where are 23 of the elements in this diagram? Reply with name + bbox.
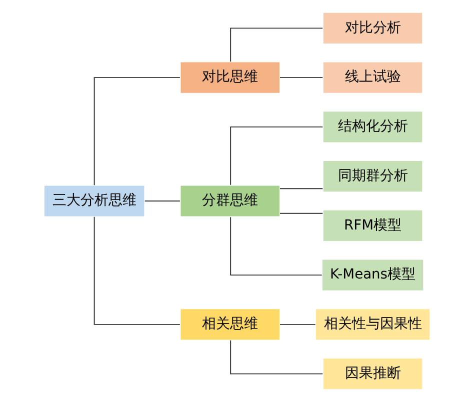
node-box: 对比分析 — [322, 12, 424, 44]
node-box: 结构化分析 — [322, 110, 424, 144]
node-box: K-Means模型 — [321, 258, 424, 292]
node-box: 同期群分析 — [322, 160, 424, 193]
connector — [280, 188, 324, 190]
connector — [230, 216, 322, 276]
connector — [280, 212, 324, 214]
node-box: RFM模型 — [322, 209, 424, 242]
connector — [280, 77, 324, 78]
connector — [94, 216, 180, 325]
connector — [230, 28, 324, 62]
node-box: 对比思维 — [180, 61, 280, 94]
node-box: 线上试验 — [322, 61, 424, 94]
node-box: 相关性与因果性 — [315, 308, 431, 341]
node-box: 分群思维 — [180, 184, 280, 218]
node-box: 相关思维 — [180, 308, 280, 341]
connector — [230, 126, 324, 186]
node-box: 三大分析思维 — [43, 184, 146, 218]
connector — [94, 77, 180, 186]
connector — [144, 200, 180, 202]
node-box: 因果推断 — [322, 358, 424, 390]
connector — [230, 340, 324, 374]
connector — [280, 324, 316, 325]
